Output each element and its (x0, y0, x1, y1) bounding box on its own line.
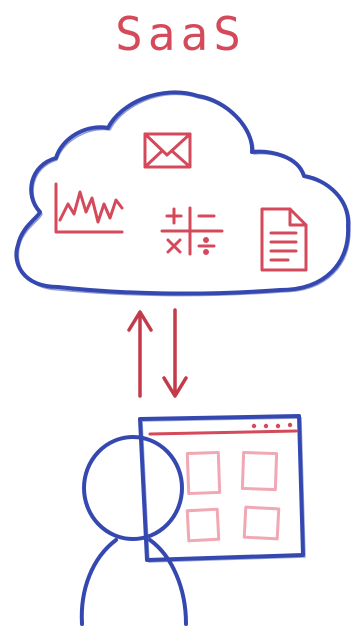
envelope-icon (145, 134, 190, 167)
cloud-shape (16, 92, 350, 295)
line-chart-icon (56, 184, 122, 232)
window-tiles (187, 452, 279, 540)
up-down-arrows-icon (129, 310, 186, 396)
person-icon (82, 437, 186, 624)
browser-window-icon (140, 416, 305, 562)
calculator-icon (162, 208, 222, 254)
document-icon (262, 209, 306, 270)
